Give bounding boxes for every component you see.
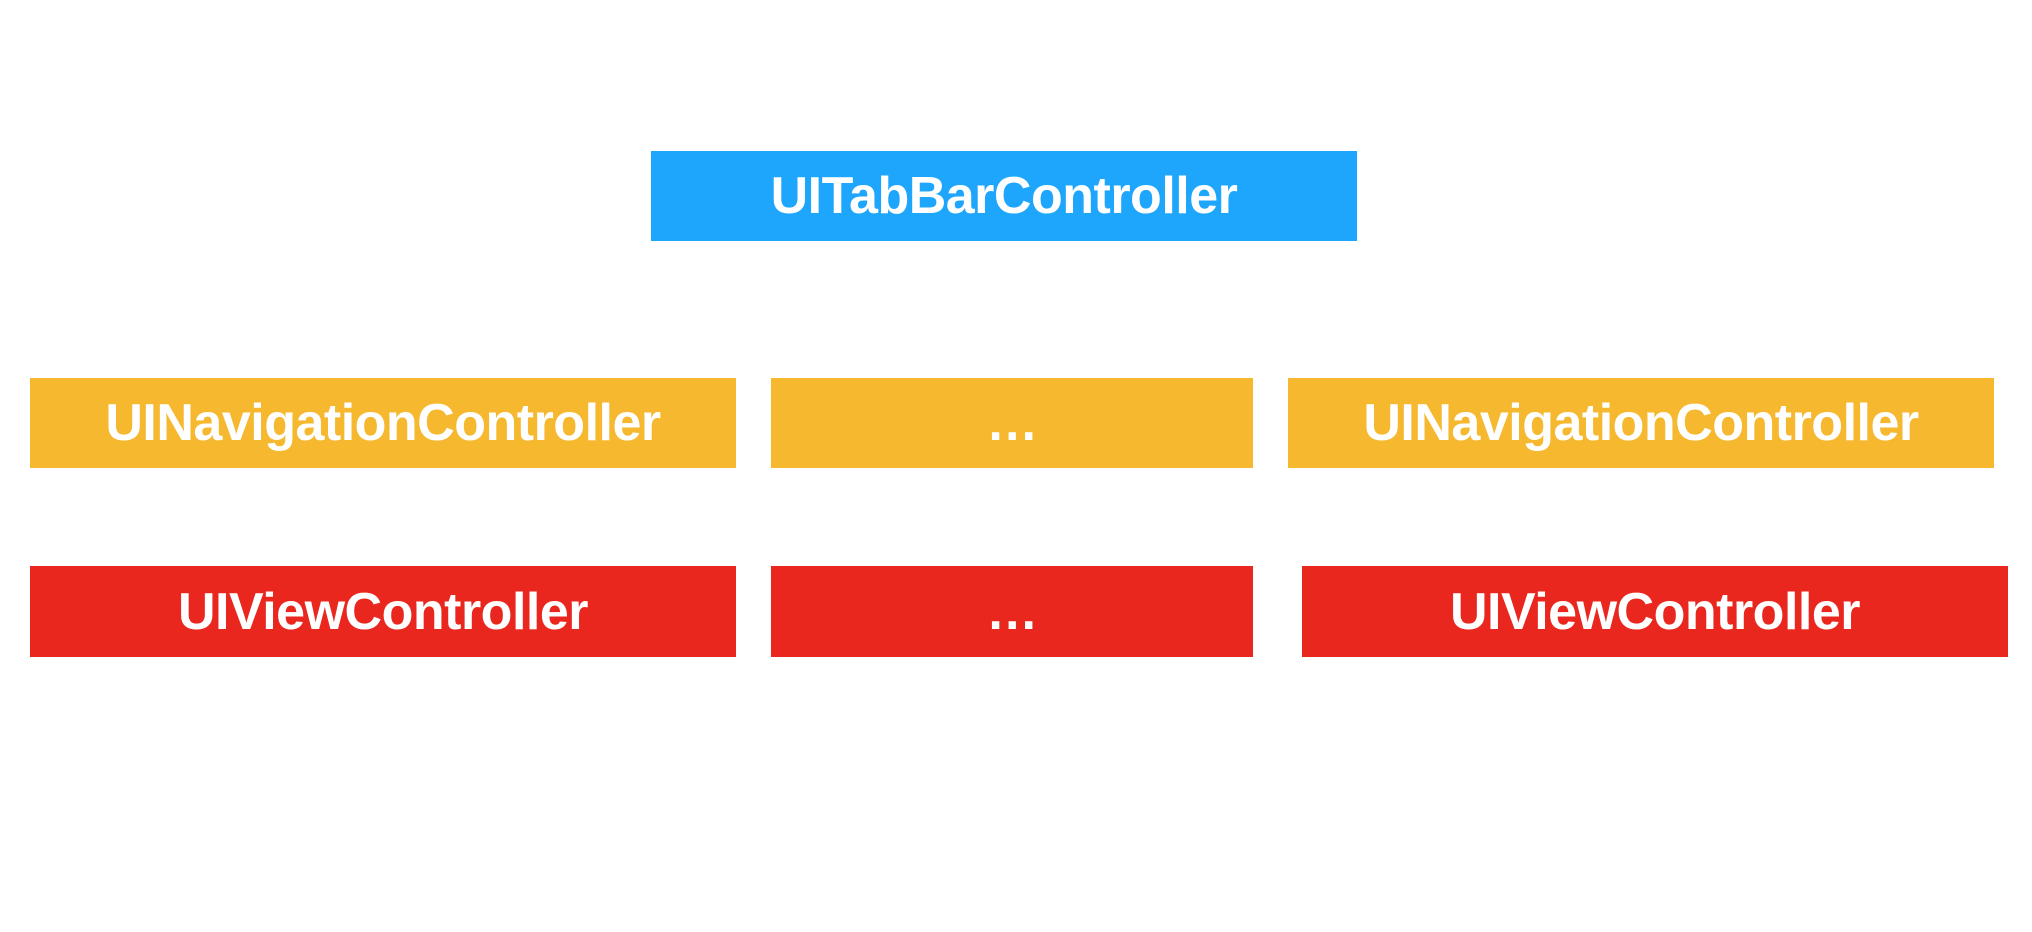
navigation-controller-label-ellipsis: … xyxy=(986,394,1038,452)
view-controller-label-1: UIViewController xyxy=(177,582,589,641)
view-controller-box-1: UIViewController xyxy=(30,566,736,657)
navigation-controller-box-3: UINavigationController xyxy=(1288,378,1994,468)
view-controller-box-ellipsis: … xyxy=(771,566,1253,657)
tabbar-controller-label: UITabBarController xyxy=(770,167,1238,225)
navigation-controller-box-1: UINavigationController xyxy=(30,378,736,468)
navigation-controller-box-ellipsis: … xyxy=(771,378,1253,468)
view-controller-label-3: UIViewController xyxy=(1449,582,1861,641)
view-controller-label-ellipsis: … xyxy=(986,582,1038,641)
view-controller-box-3: UIViewController xyxy=(1302,566,2008,657)
tabbar-controller-box: UITabBarController xyxy=(651,151,1357,241)
navigation-controller-label-3: UINavigationController xyxy=(1363,394,1919,452)
navigation-controller-label-1: UINavigationController xyxy=(105,394,661,452)
